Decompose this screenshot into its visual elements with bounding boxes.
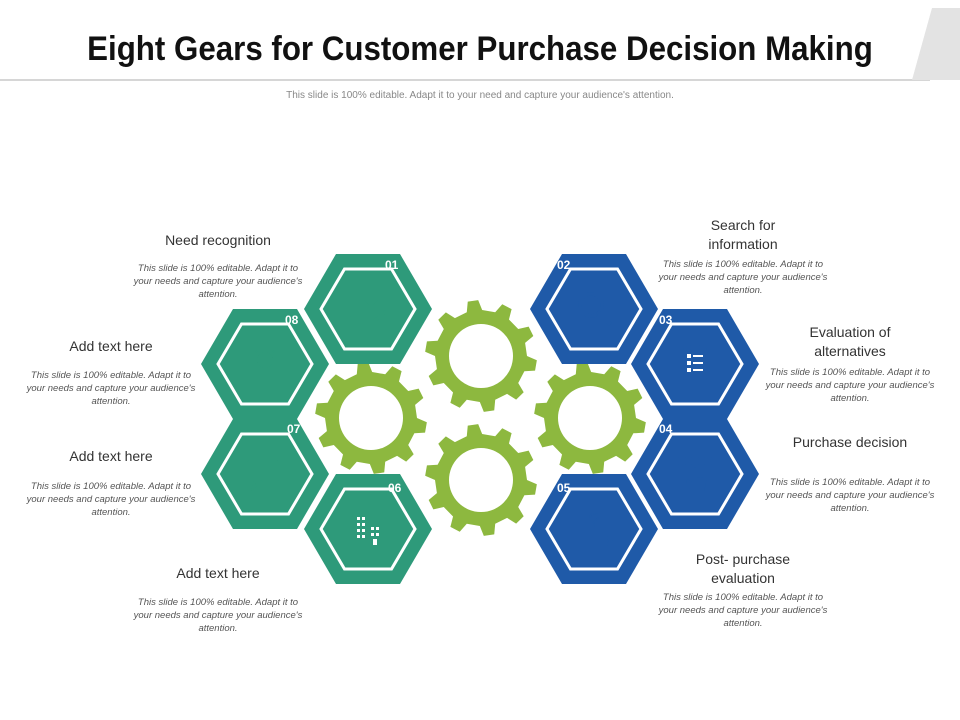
step-number-05: 05 [557,481,571,495]
step-label-04: Purchase decision [792,434,908,450]
gear-left [315,362,427,474]
hex-step-01 [304,254,432,364]
step-label-06: Add text here [176,565,260,581]
step-label-02: Search for information [708,217,778,252]
step-desc-02: This slide is 100% editable. Adapt it to… [658,259,828,296]
step-number-07: 07 [287,422,301,436]
hex-step-07 [201,419,329,529]
gear-top-center [425,300,537,412]
touch-select-icon [678,457,712,491]
step-label-03: Evaluation of alternatives [809,324,891,359]
step-number-02: 02 [557,258,571,272]
page-subtitle: This slide is 100% editable. Adapt it to… [286,90,674,101]
step-desc-01: This slide is 100% editable. Adapt it to… [133,263,303,300]
step-desc-06: This slide is 100% editable. Adapt it to… [133,597,303,634]
step-label-01: Need recognition [165,232,271,248]
svg-text:?: ? [588,510,599,532]
question-sign-icon: ? [579,510,613,546]
hand-receive-icon [344,291,387,327]
hex-step-02 [530,254,658,364]
step-number-06: 06 [388,481,402,495]
gear-right [534,362,646,474]
step-desc-04: This slide is 100% editable. Adapt it to… [765,477,935,514]
hex-step-05 [530,474,658,584]
gear-bottom-center [425,424,537,536]
step-desc-03: This slide is 100% editable. Adapt it to… [765,367,935,404]
step-desc-07: This slide is 100% editable. Adapt it to… [26,481,196,518]
lightbulb-icon [252,346,278,378]
step-number-01: 01 [385,258,399,272]
step-number-03: 03 [659,313,673,327]
corner-tab-decoration [912,8,960,80]
magnifier-icon [578,292,612,326]
step-number-04: 04 [659,422,673,436]
title-divider [0,79,930,81]
building-icon [354,513,382,545]
step-desc-05: This slide is 100% editable. Adapt it to… [658,592,828,629]
step-label-07: Add text here [69,448,153,464]
step-desc-08: This slide is 100% editable. Adapt it to… [26,370,196,407]
checklist-icon [683,345,707,380]
step-number-08: 08 [285,313,299,327]
page-title: Eight Gears for Customer Purchase Decisi… [87,30,873,68]
chat-icon [246,459,285,492]
step-label-05: Post- purchase evaluation [695,551,791,586]
step-label-08: Add text here [69,338,153,354]
